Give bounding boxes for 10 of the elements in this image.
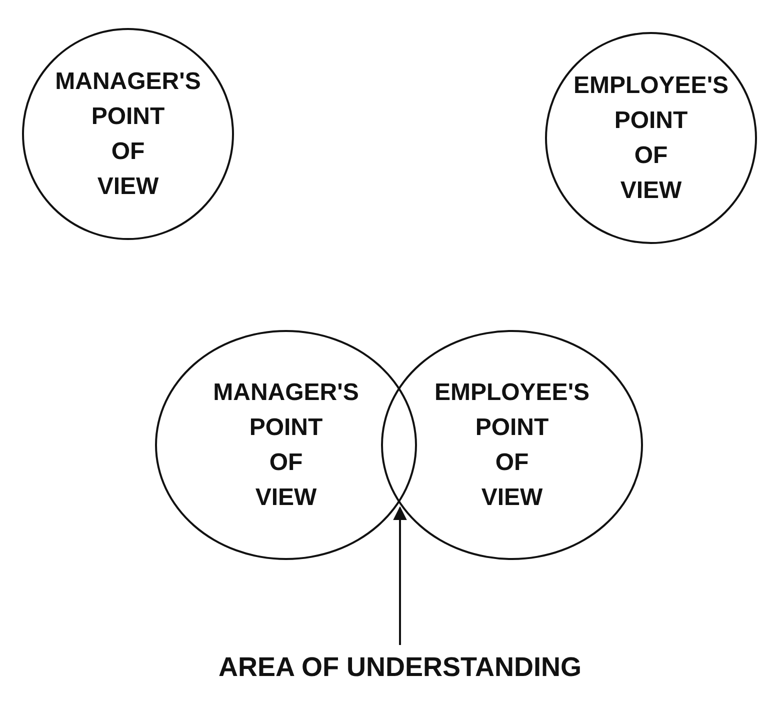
circle (155, 330, 417, 560)
leader-arrow (393, 506, 407, 645)
circle-label: MANAGER'S POINT OF VIEW (54, 67, 202, 202)
circle-label: MANAGER'S POINT OF VIEW (212, 378, 360, 513)
circle (381, 330, 643, 560)
circle-label: EMPLOYEE'S POINT OF VIEW (572, 71, 730, 206)
callout-text: AREA OF UNDERSTANDING (218, 652, 582, 683)
circle (545, 32, 757, 244)
circle (22, 28, 234, 240)
circle-label: EMPLOYEE'S POINT OF VIEW (433, 378, 591, 513)
